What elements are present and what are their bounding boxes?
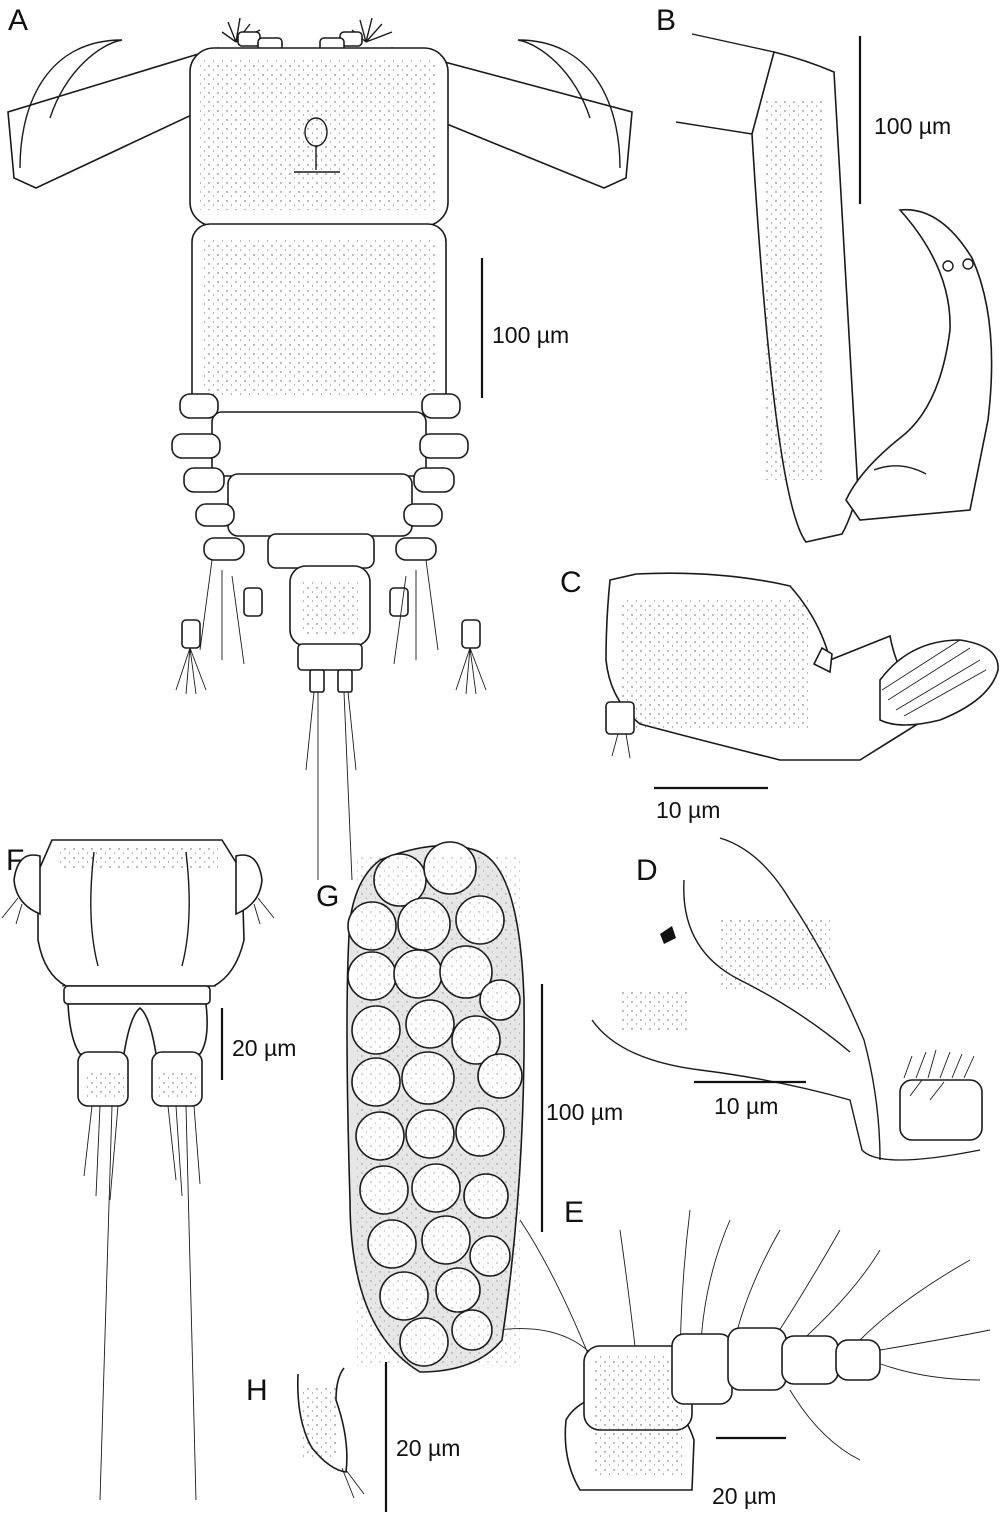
panel-d: D 10 µm — [591, 837, 983, 1161]
antennule-segment-6 — [835, 1339, 881, 1381]
leg-5-drawing — [296, 1367, 365, 1499]
mandible-drawing — [605, 572, 999, 761]
panel-label-b: B — [656, 4, 676, 37]
panel-h: H 20 µm — [246, 1362, 460, 1512]
maxillule-drawing — [591, 837, 983, 1161]
caudal-setae — [83, 1105, 201, 1501]
panel-label-g: G — [316, 880, 339, 913]
gnathobase-teeth — [881, 639, 987, 717]
mandibular-palp — [605, 701, 635, 735]
antennule-segment-3 — [671, 1333, 733, 1405]
abdominal-somite-2 — [67, 1003, 208, 1055]
antenna-base-lines — [675, 33, 775, 135]
swimming-legs-right — [389, 393, 487, 695]
antennule-segment-5 — [781, 1335, 839, 1385]
maxillule-outline-outer — [719, 837, 881, 1161]
scale-label-f: 20 µm — [232, 1035, 296, 1061]
panel-b: B 100 µm — [656, 4, 993, 543]
stippling — [620, 600, 810, 730]
lobe-setae — [903, 1049, 975, 1101]
panel-f: F 20 µm — [1, 839, 296, 1501]
scale-bar-c: 10 µm — [654, 786, 768, 823]
somite-internal-lines — [90, 851, 190, 967]
antenna-drawing — [675, 33, 993, 543]
antennule-segment-4 — [727, 1327, 787, 1391]
panel-label-e: E — [564, 1196, 584, 1229]
antennule-setae — [497, 1209, 991, 1461]
leg-6-right — [235, 854, 263, 916]
palp-knob — [812, 646, 833, 674]
stippling — [300, 580, 360, 636]
panel-e: E 20 µm — [497, 1196, 991, 1509]
antennule-setae-left — [221, 17, 261, 43]
stippling — [202, 238, 436, 398]
panel-a: A — [7, 4, 633, 881]
habitus-drawing — [7, 17, 633, 881]
abdominal-somite-1 — [63, 985, 211, 1005]
scale-label-g: 100 µm — [546, 1099, 623, 1125]
panel-g: G 100 µm — [316, 841, 623, 1373]
rostral-mark — [294, 146, 340, 173]
stippling — [302, 1388, 336, 1458]
stippling — [764, 100, 824, 480]
stippling — [720, 920, 830, 990]
maxillule-base-line — [591, 1019, 981, 1161]
caudal-ramus-left — [309, 669, 325, 693]
leg-6-left — [13, 854, 41, 916]
scale-bar-d: 10 µm — [694, 1080, 806, 1119]
antenna-claw-right — [517, 39, 621, 169]
maxillule-lobe — [899, 1079, 983, 1141]
thoracic-segment-4 — [227, 473, 413, 537]
caudal-setae — [305, 691, 357, 881]
scale-label-e: 20 µm — [712, 1483, 776, 1509]
antennule-segment — [237, 31, 261, 47]
scale-label-c: 10 µm — [656, 797, 720, 823]
scale-bar-g: 100 µm — [540, 984, 623, 1232]
panel-label-h: H — [246, 1374, 268, 1407]
scale-label-a: 100 µm — [492, 322, 569, 348]
stippling — [158, 1070, 198, 1100]
scale-label-d: 10 µm — [714, 1093, 778, 1119]
stippling — [58, 848, 218, 868]
scale-bar-e: 20 µm — [712, 1436, 786, 1509]
stippling — [200, 60, 438, 210]
leg-5-setae — [341, 1467, 365, 1499]
thoracic-segment-5 — [267, 533, 375, 569]
egg-sac-drawing — [346, 841, 525, 1373]
antennule-drawing — [497, 1209, 991, 1491]
caudal-ramus-right — [337, 669, 353, 693]
palp-setae — [611, 733, 631, 759]
panel-label-a: A — [8, 4, 28, 37]
panel-label-c: C — [560, 566, 582, 599]
panel-label-d: D — [636, 854, 658, 887]
stippling — [356, 856, 522, 1366]
abdominal-somite — [297, 643, 363, 671]
stippling — [84, 1070, 124, 1100]
thoracic-segment-3 — [211, 411, 427, 477]
scale-bar-a: 100 µm — [480, 258, 569, 398]
scale-bar-h: 20 µm — [384, 1362, 460, 1512]
swimming-legs-left — [171, 393, 263, 695]
claw-seta-socket — [962, 258, 974, 270]
urosome-drawing — [1, 839, 275, 1501]
stippling — [620, 990, 690, 1030]
claw-seta-socket — [942, 260, 954, 272]
claw-detail — [873, 465, 927, 475]
leg-6-setae — [1, 897, 275, 925]
scale-bar-f: 20 µm — [220, 1008, 296, 1080]
stippling — [594, 1356, 682, 1476]
gnathobase — [879, 639, 999, 726]
scale-label-b: 100 µm — [874, 113, 951, 139]
antenna-claw-left — [19, 39, 123, 169]
panel-c: C 10 µm — [560, 566, 999, 823]
dark-spot — [660, 926, 676, 944]
scale-label-h: 20 µm — [396, 1435, 460, 1461]
scale-bar-b: 100 µm — [858, 36, 951, 204]
antenna-claw — [845, 208, 993, 521]
